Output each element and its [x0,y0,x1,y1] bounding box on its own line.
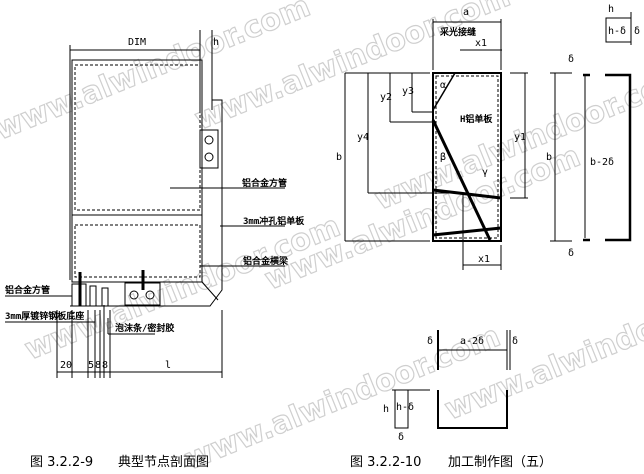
caption-title: 典型节点剖面图 [118,455,209,470]
bottom-delta-right: δ [512,336,518,347]
side-b-2delta: b-2δ [590,157,614,168]
angle-alpha: α [440,80,446,91]
label-joint: 采光接缝 [439,26,476,38]
bottom-delta: δ [398,432,404,443]
dim-y1: y1 [514,132,526,143]
dim-label: 5 [88,360,94,371]
caption-title: 加工制作图（五） [448,455,552,470]
dim-label: 20 [60,360,72,371]
label-perforated-panel: 3mm冲孔铝单板 [243,215,305,227]
side-h-delta: h-δ [608,26,626,37]
side-h: h [608,4,614,15]
bottom-h: h [383,404,389,415]
dim-label: 8 [95,360,101,371]
side-b: b [546,152,552,163]
caption-number: 图 3.2.2-10 [350,455,421,470]
fabrication-drawing [344,12,632,429]
dim-label: DIM [128,37,146,48]
bottom-delta-left: δ [427,336,433,347]
side-delta: δ [634,26,640,37]
dim-y2: y2 [380,92,392,103]
side-delta-top: δ [568,54,574,65]
dim-label: l [165,360,171,371]
angle-beta: β [440,152,446,163]
label-steel-plate: 3mm厚镀锌钢板底座 [5,310,84,322]
dim-a: a [463,7,469,18]
dim-y3: y3 [402,86,414,97]
label-beam: 铝合金横梁 [243,255,289,267]
side-delta-bottom: δ [568,248,574,259]
bottom-h-delta: h-δ [396,402,414,413]
dim-label: 8 [102,360,108,371]
angle-gamma: γ [482,167,488,178]
dim-x1: x1 [475,38,487,49]
dim-b: b [336,152,342,163]
dim-y4: y4 [357,132,369,143]
dim-label: h [213,37,219,48]
label-square-tube-left: 铝合金方管 [5,284,50,296]
label-sealant: 泡沫条/密封胶 [115,322,174,334]
svg-text:www.alwindoor.com: www.alwindoor.com [20,209,345,368]
bottom-a-2delta: a-2δ [460,336,484,347]
section-drawing [5,30,285,378]
dim-x1-bottom: x1 [478,254,490,265]
caption-number: 图 3.2.2-9 [30,455,93,470]
label-panel: H铝单板 [460,113,493,125]
label-square-tube: 铝合金方管 [242,177,287,189]
